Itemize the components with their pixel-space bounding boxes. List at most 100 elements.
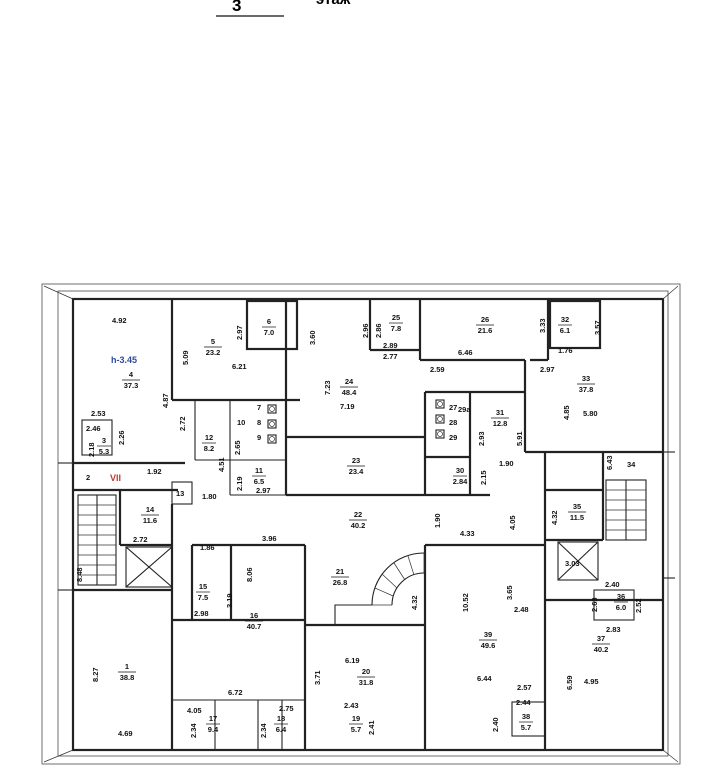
room-number: 33: [582, 374, 590, 383]
dimension-label: 2.34: [189, 723, 198, 738]
room-area: 37.8: [579, 385, 594, 394]
room-number: 35: [573, 502, 581, 511]
dimension-label: 6.21: [232, 362, 247, 371]
dimension-label: 8.27: [91, 667, 100, 682]
room-number: 6: [267, 317, 271, 326]
room-area: 11.5: [570, 513, 584, 522]
dimension-label: 5.09: [181, 350, 190, 365]
room-12: 128.2: [202, 433, 216, 453]
dimension-label: 2.40: [605, 580, 620, 589]
room-number: 39: [484, 630, 492, 639]
room-number: 12: [205, 433, 213, 442]
dimension-label: 6.43: [605, 455, 614, 470]
room-area: 12.8: [493, 419, 508, 428]
dimension-label: 2.96: [361, 323, 370, 338]
dimension-label: 2.63: [590, 597, 599, 612]
dimension-label: 2.19: [235, 476, 244, 491]
wc-fixtures: [267, 399, 445, 444]
dimension-label: 2.52: [634, 598, 643, 613]
dimension-label: 3.96: [262, 534, 277, 543]
room-area: 7.8: [391, 324, 401, 333]
dimension-label: 2.53: [91, 409, 106, 418]
dimension-label: 2.98: [194, 609, 209, 618]
room-30: 302.84: [453, 466, 468, 486]
room-number: 37: [597, 634, 605, 643]
room-number: 15: [199, 582, 207, 591]
room-area: 9.4: [208, 725, 219, 734]
room-number: 5: [211, 337, 215, 346]
dimension-label: 1.80: [202, 492, 217, 501]
room-area: 5.3: [99, 447, 109, 456]
dimension-label: 1.90: [499, 459, 514, 468]
room-number: 26: [481, 315, 489, 324]
floor-title: 3 этаж: [216, 0, 351, 17]
dimension-label: 4.92: [112, 316, 127, 325]
dimension-label: 1.90: [433, 513, 442, 528]
dimension-label: 10.52: [461, 593, 470, 612]
dimension-label: 4.05: [508, 515, 517, 530]
room-area: 49.6: [481, 641, 496, 650]
room-28: 28: [449, 418, 457, 427]
dimension-label: 5.91: [515, 431, 524, 446]
room-8: 8: [257, 418, 261, 427]
dimension-label: 2.34: [259, 723, 268, 738]
room-10: 10: [237, 418, 245, 427]
room-34: 34: [627, 460, 636, 469]
dimension-label: 4.85: [562, 405, 571, 420]
dimension-label: 2.97: [235, 325, 244, 340]
room-area: 2.84: [453, 477, 468, 486]
room-number: 36: [617, 592, 625, 601]
room-area: 38.8: [120, 673, 135, 682]
room-area: 7.0: [264, 328, 274, 337]
stair-spiral: [334, 552, 425, 625]
room-area: 5.7: [521, 723, 531, 732]
dimension-label: 6.19: [345, 656, 360, 665]
room-area: 23.2: [206, 348, 221, 357]
room-15: 157.5: [196, 582, 210, 602]
dimension-label: 3.71: [313, 670, 322, 685]
dimension-label: 2.40: [491, 717, 500, 732]
dimension-label: 4.33: [460, 529, 475, 538]
room-number: 24: [345, 377, 354, 386]
dimension-label: 2.72: [133, 535, 148, 544]
dimension-label: 2.65: [233, 440, 242, 455]
room-area: 37.3: [124, 381, 139, 390]
room-39: 39 49.6: [479, 630, 497, 650]
room-number: 1: [125, 662, 129, 671]
dimension-label: 7.19: [340, 402, 355, 411]
room-3: 35.3: [97, 436, 111, 456]
dimension-label: 1.86: [200, 543, 215, 552]
dimension-label: 2.83: [606, 625, 621, 634]
dimension-label: 2.48: [514, 605, 529, 614]
room-38: 385.7: [519, 712, 533, 732]
dimension-label: 1.76: [558, 346, 573, 355]
dimension-label: 4.05: [187, 706, 202, 715]
dimension-label: 4.32: [550, 510, 559, 525]
dimension-label: 4.69: [118, 729, 133, 738]
room-area: 21.6: [478, 326, 493, 335]
dimension-label: 3.65: [505, 585, 514, 600]
dimension-label: 6.44: [477, 674, 492, 683]
room-27: 27: [449, 403, 457, 412]
dimension-label: 4.32: [410, 595, 419, 610]
floor-number: 3: [232, 0, 241, 15]
room-11: 116.5: [252, 466, 266, 486]
room-number: 16: [250, 611, 258, 620]
dimension-label: 6.72: [228, 688, 243, 697]
room-number: 23: [352, 456, 360, 465]
room-7: 7: [257, 403, 261, 412]
room-number: 14: [146, 505, 155, 514]
room-area: 31.8: [359, 678, 374, 687]
dimension-label: 2.86: [374, 323, 383, 338]
room-2: 2: [86, 473, 90, 482]
room-18: 186.4: [274, 714, 288, 734]
dimension-label: 2.75: [279, 704, 294, 713]
room-number: 30: [456, 466, 464, 475]
dimension-label: 2.97: [256, 486, 271, 495]
dimension-label: 4.87: [161, 393, 170, 408]
room-number: 17: [209, 714, 217, 723]
